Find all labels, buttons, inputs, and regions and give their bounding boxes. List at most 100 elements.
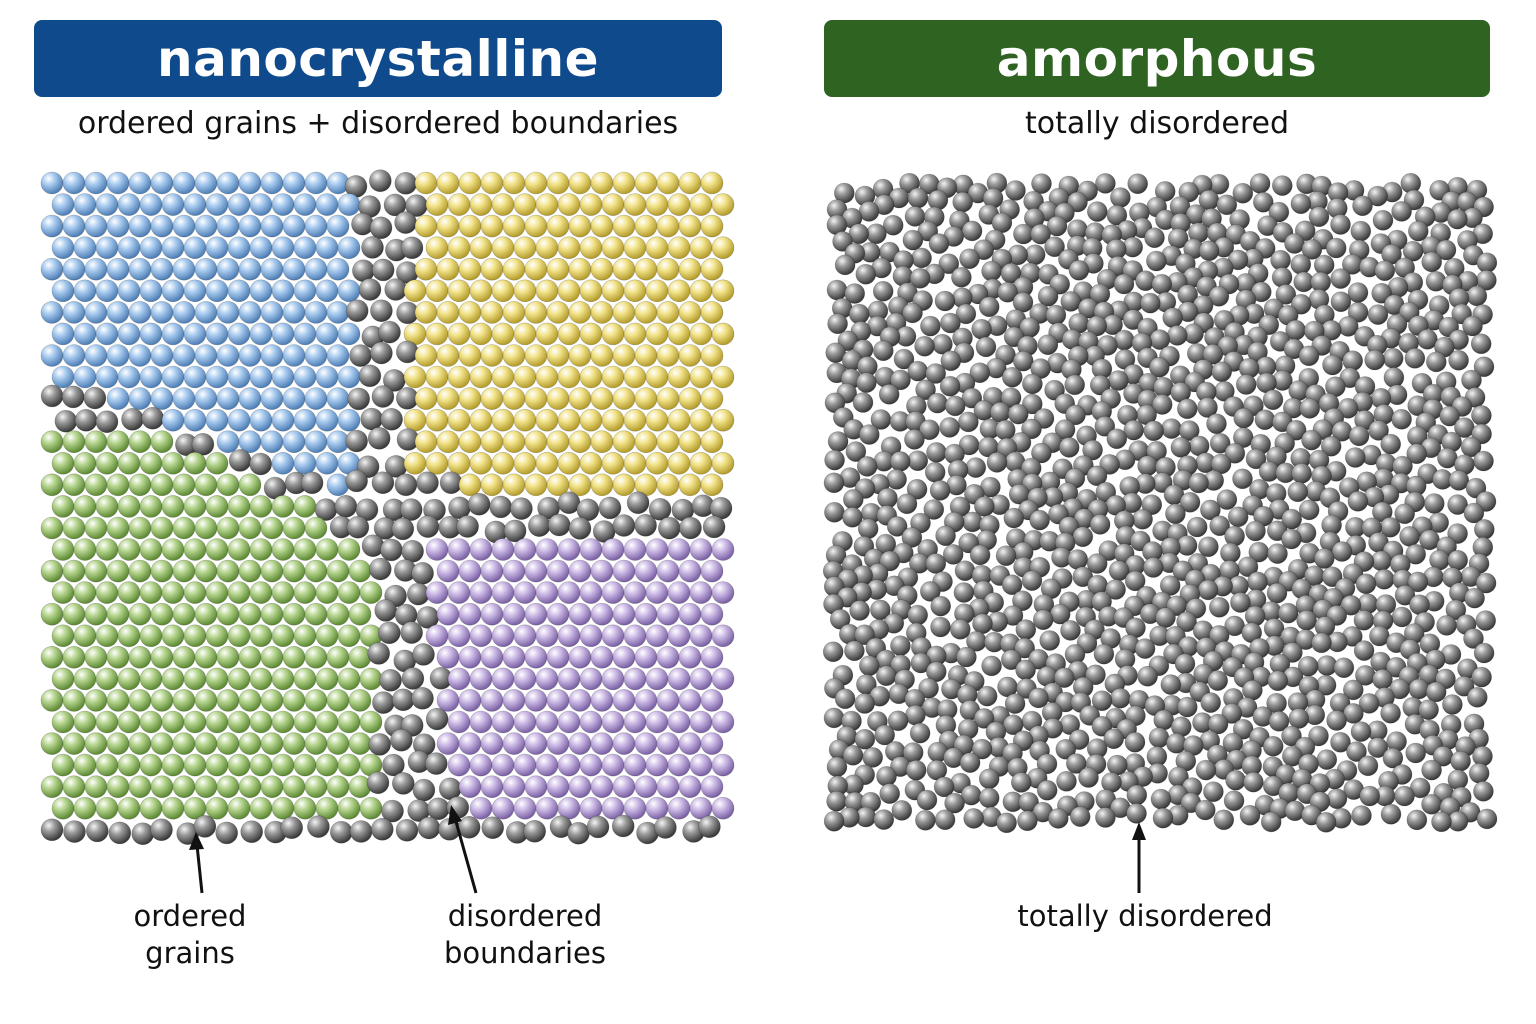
amorphous-atom xyxy=(1372,209,1394,231)
boundary-atom xyxy=(679,516,702,540)
amorphous-atom xyxy=(950,618,971,640)
amorphous-atom xyxy=(1239,804,1261,826)
amorphous-atom xyxy=(1448,470,1470,491)
amorphous-atom xyxy=(854,693,876,714)
amorphous-atom xyxy=(1022,393,1043,415)
amorphous-atom xyxy=(940,350,962,372)
amorphous-atom xyxy=(1407,571,1429,593)
amorphous-atom xyxy=(1178,420,1200,441)
boundary-atom xyxy=(399,498,423,521)
arrow-disordered-boundaries xyxy=(453,817,478,894)
arrow-ordered-grains xyxy=(195,844,204,894)
amorphous-atom xyxy=(1106,428,1128,450)
grain-atom-blue xyxy=(326,214,350,238)
boundary-atom xyxy=(368,557,392,581)
amorphous-atom xyxy=(906,478,928,500)
grain-atom-yellow xyxy=(700,214,724,238)
grain-atom-purple xyxy=(700,732,724,755)
amorphous-atom xyxy=(1402,240,1424,262)
amorphous-atom xyxy=(879,550,901,572)
amorphous-atom xyxy=(1473,780,1494,802)
amorphous-atom xyxy=(920,581,941,602)
amorphous-atom xyxy=(1044,236,1065,258)
amorphous-atom xyxy=(1200,499,1221,521)
amorphous-atom xyxy=(1287,481,1309,503)
amorphous-atom xyxy=(1266,582,1288,604)
amorphous-atom xyxy=(1445,599,1467,621)
amorphous-atom xyxy=(1271,175,1293,196)
amorphous-atom xyxy=(995,545,1017,567)
boundary-atom xyxy=(370,341,393,365)
boundary-atom xyxy=(395,818,419,842)
amorphous-atom xyxy=(824,449,845,471)
amorphous-atom xyxy=(959,752,981,773)
amorphous-atom xyxy=(1155,607,1176,628)
amorphous-atom xyxy=(1447,494,1468,515)
amorphous-atom xyxy=(1058,437,1080,458)
amorphous-atom xyxy=(1277,602,1299,624)
amorphous-atom xyxy=(902,302,923,324)
boundary-atom xyxy=(370,299,393,322)
amorphous-atom xyxy=(958,411,979,433)
amorphous-atom xyxy=(878,384,900,405)
amorphous-atom xyxy=(944,792,965,814)
amorphous-atom xyxy=(1200,692,1222,713)
amorphous-atom xyxy=(1037,334,1059,355)
boundary-atom xyxy=(510,497,533,520)
amorphous-atom xyxy=(1159,575,1181,596)
amorphous-atom xyxy=(1086,553,1108,574)
amorphous-atom xyxy=(1374,260,1396,281)
grain-atom-yellow xyxy=(711,322,735,346)
amorphous-atom xyxy=(935,525,956,547)
boundary-atom xyxy=(95,410,119,434)
amorphous-atom xyxy=(969,544,991,566)
amorphous-atom xyxy=(974,496,995,517)
amorphous-atom xyxy=(834,688,856,710)
amorphous-atom xyxy=(1223,790,1245,812)
boundary-atom xyxy=(377,621,401,645)
amorphous-atom xyxy=(1471,666,1492,688)
grain-atom-purple xyxy=(700,559,724,583)
amorphous-atom xyxy=(1123,419,1145,441)
amorphous-atom xyxy=(1331,541,1353,562)
amorphous-atom xyxy=(1406,809,1428,831)
amorphous-atom xyxy=(1103,728,1125,750)
grain-atom-yellow xyxy=(711,451,735,475)
amorphous-atom xyxy=(1060,291,1082,312)
amorphous-atom xyxy=(1344,447,1366,468)
amorphous-atom xyxy=(901,527,923,548)
amorphous-atom xyxy=(902,229,924,251)
amorphous-atom xyxy=(1463,628,1484,649)
amorphous-atom xyxy=(1326,710,1347,731)
amorphous-atom xyxy=(1352,195,1373,217)
amorphous-atom xyxy=(961,220,983,242)
amorphous-atom xyxy=(1436,615,1457,636)
boundary-atom xyxy=(598,496,622,520)
amorphous-atom xyxy=(1301,429,1322,451)
amorphous-atom xyxy=(1209,432,1231,454)
amorphous-atom xyxy=(1012,590,1033,612)
boundary-atom xyxy=(400,621,423,644)
amorphous-atom xyxy=(1089,374,1111,396)
boundary-atom xyxy=(503,519,527,543)
amorphous-atom xyxy=(1085,664,1106,686)
amorphous-atom xyxy=(1394,785,1415,807)
amorphous-atom xyxy=(909,722,931,744)
amorphous-atom xyxy=(879,783,900,804)
boundary-atom xyxy=(358,364,382,388)
amorphous-atom xyxy=(955,303,977,325)
amorphous-atom xyxy=(1431,811,1452,833)
amorphous-atom xyxy=(1448,350,1469,371)
amorphous-atom xyxy=(1394,503,1416,525)
amorphous-atom xyxy=(997,281,1018,303)
amorphous-atom xyxy=(1340,594,1362,616)
amorphous-atom xyxy=(971,738,993,760)
amorphous-atom xyxy=(1464,587,1485,609)
amorphous-atom xyxy=(1082,439,1103,461)
amorphous-atom xyxy=(1055,738,1077,760)
amorphous-atom xyxy=(1301,239,1323,260)
amorphous-atom xyxy=(915,379,936,401)
boundary-atom xyxy=(358,278,382,301)
amorphous-atom xyxy=(1106,204,1128,226)
boundary-atom xyxy=(390,728,413,752)
